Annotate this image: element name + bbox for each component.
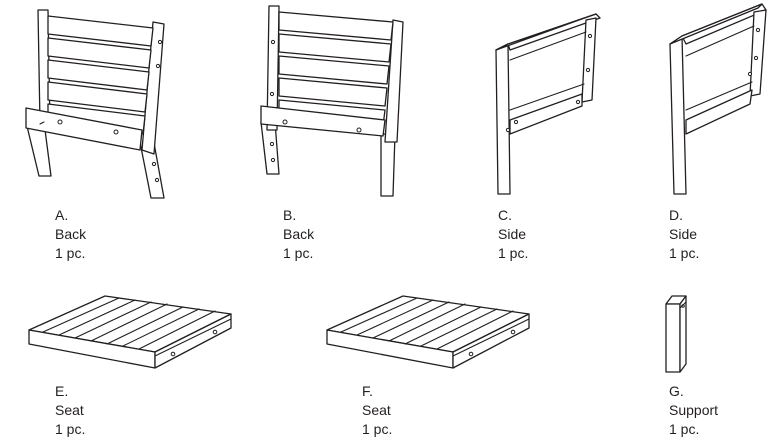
part-d-name: Side: [669, 226, 698, 242]
part-g-letter: G.: [669, 383, 684, 399]
part-c-qty: 1 pc.: [498, 245, 529, 261]
part-e-qty: 1 pc.: [55, 421, 86, 437]
part-g-name: Support: [669, 402, 719, 418]
part-f-name: Seat: [362, 402, 391, 418]
part-a-caption: A. Back 1 pc.: [55, 206, 86, 263]
part-a-name: Back: [55, 226, 87, 242]
part-b-letter: B.: [283, 207, 297, 223]
part-g-caption: G. Support 1 pc.: [669, 382, 718, 439]
part-d-letter: D.: [669, 207, 683, 223]
part-e-caption: E. Seat 1 pc.: [55, 382, 85, 439]
part-d-side-drawing: [662, 0, 772, 200]
part-g-qty: 1 pc.: [669, 421, 700, 437]
part-e-letter: E.: [55, 383, 69, 399]
part-a-back-drawing: [18, 4, 178, 204]
part-b-name: Back: [283, 226, 315, 242]
part-b-qty: 1 pc.: [283, 245, 314, 261]
part-a-qty: 1 pc.: [55, 245, 86, 261]
part-b-caption: B. Back 1 pc.: [283, 206, 314, 263]
part-c-side-drawing: [490, 10, 610, 200]
part-f-qty: 1 pc.: [362, 421, 393, 437]
part-c-letter: C.: [498, 207, 512, 223]
part-f-caption: F. Seat 1 pc.: [362, 382, 392, 439]
part-d-qty: 1 pc.: [669, 245, 700, 261]
part-b-back-drawing: [255, 2, 415, 202]
part-f-seat-drawing: [323, 292, 533, 372]
part-e-seat-drawing: [25, 292, 235, 372]
part-d-caption: D. Side 1 pc.: [669, 206, 699, 263]
part-a-letter: A.: [55, 207, 69, 223]
part-c-name: Side: [498, 226, 527, 242]
part-c-caption: C. Side 1 pc.: [498, 206, 528, 263]
part-g-support-drawing: [660, 292, 700, 374]
part-e-name: Seat: [55, 402, 84, 418]
part-f-letter: F.: [362, 383, 373, 399]
